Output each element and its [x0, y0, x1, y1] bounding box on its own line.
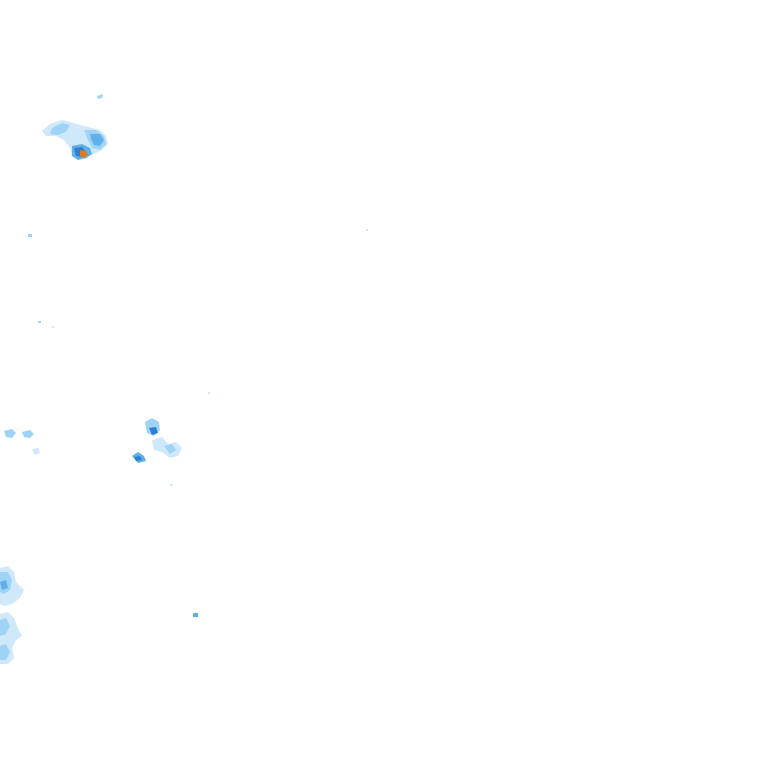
- rain-speck: [170, 484, 173, 486]
- precipitation-specks: [28, 229, 368, 617]
- rain-area-light: [4, 429, 16, 438]
- rain-speck: [97, 94, 103, 99]
- rain-area-light: [0, 618, 10, 636]
- rain-area-heavy: [149, 427, 158, 435]
- rain-area-light: [50, 123, 70, 135]
- rain-area-light: [0, 644, 10, 660]
- rain-speck: [38, 321, 41, 323]
- precipitation-cell-central: [132, 418, 182, 463]
- rain-area-intense: [80, 150, 88, 158]
- rain-speck: [193, 613, 198, 617]
- rain-area-moderate: [90, 134, 104, 146]
- rain-speck: [28, 234, 32, 237]
- rain-area-very-light: [32, 448, 40, 455]
- rain-area-heavy: [134, 456, 142, 461]
- rain-speck: [52, 326, 54, 328]
- rain-area-light: [22, 430, 34, 438]
- rain-speck: [366, 229, 368, 231]
- precipitation-cell-northwest: [42, 94, 108, 160]
- rain-area-moderate: [0, 580, 8, 590]
- precipitation-cell-southwest: [0, 566, 24, 664]
- rain-area-light: [164, 444, 176, 454]
- rain-speck: [208, 392, 210, 394]
- precipitation-cell-west: [4, 429, 40, 455]
